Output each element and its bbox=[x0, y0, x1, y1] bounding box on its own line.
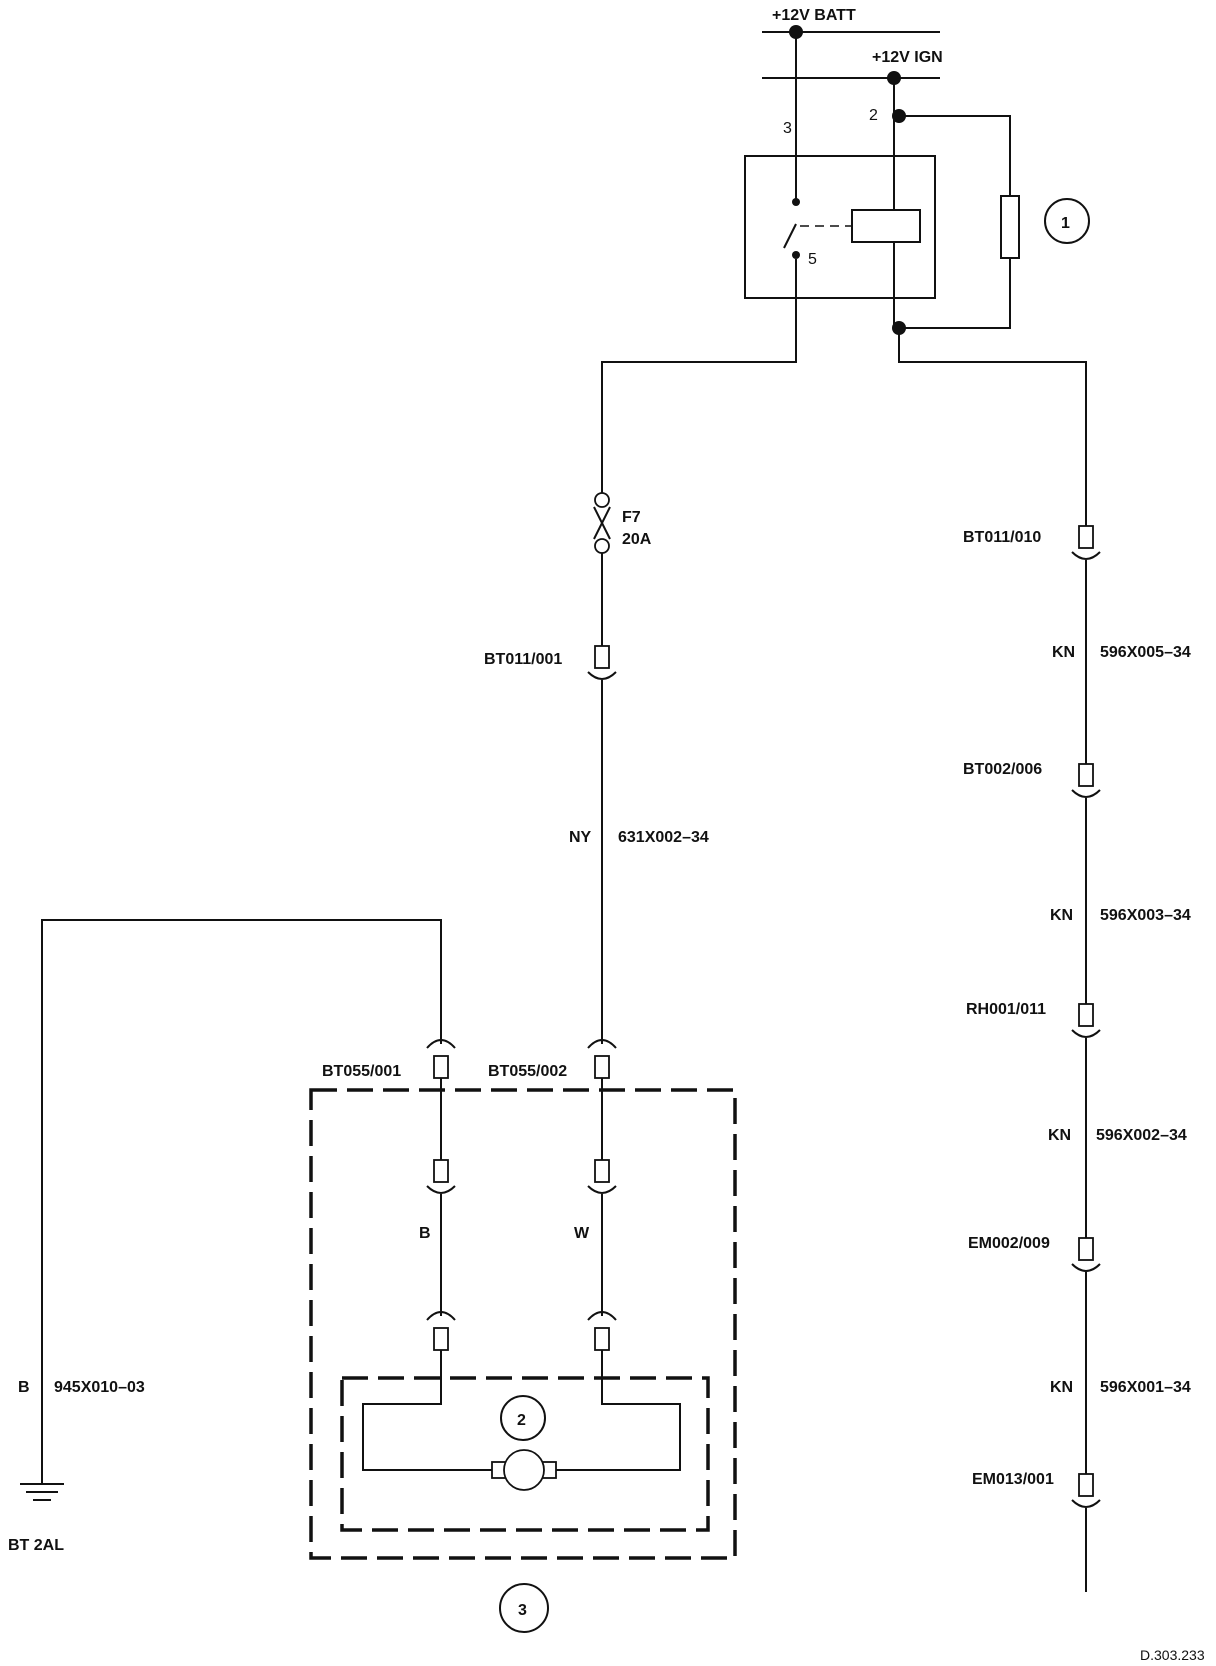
callout-2-circle bbox=[500, 1395, 546, 1441]
motor-2-boundary bbox=[340, 1376, 710, 1532]
motor-left-lead bbox=[362, 1350, 492, 1471]
bt002-006-connector bbox=[1078, 763, 1094, 787]
em013-001-socket bbox=[1071, 1499, 1101, 1508]
ground-wire bbox=[41, 919, 442, 1484]
em002-009-socket bbox=[1071, 1263, 1101, 1272]
bt002-006-socket bbox=[1071, 789, 1101, 798]
motor-right-lead bbox=[556, 1350, 681, 1471]
w-wire-color: W bbox=[574, 1225, 590, 1242]
bt011-001-socket bbox=[587, 671, 617, 680]
kn-code-2: 596X003–34 bbox=[1100, 907, 1191, 924]
ground-label: BT 2AL bbox=[8, 1537, 64, 1554]
coil-out-wire bbox=[898, 328, 1087, 526]
bt011-010-connector bbox=[1078, 525, 1094, 549]
em002-009-connector bbox=[1078, 1237, 1094, 1261]
inner-right-connector bbox=[594, 1159, 610, 1183]
callout-3: 3 bbox=[518, 1602, 527, 1619]
fuse-top-terminal bbox=[594, 492, 610, 508]
motor-left-socket bbox=[426, 1311, 456, 1321]
bt011-010-label: BT011/010 bbox=[963, 529, 1041, 546]
relay-pin5: 5 bbox=[808, 251, 817, 268]
b-wire-color: B bbox=[419, 1225, 431, 1242]
rh001-011-connector bbox=[1078, 1003, 1094, 1027]
kn-code-4: 596X001–34 bbox=[1100, 1379, 1191, 1396]
fuse-name: F7 bbox=[622, 509, 641, 526]
bt055-001-label: BT055/001 bbox=[322, 1063, 401, 1080]
bt055-001-socket bbox=[426, 1039, 456, 1049]
em002-009-label: EM002/009 bbox=[968, 1235, 1050, 1252]
relay-output-wire bbox=[601, 259, 797, 494]
kn-color-3: KN bbox=[1048, 1127, 1071, 1144]
ground-code: 945X010–03 bbox=[54, 1379, 145, 1396]
relay-box bbox=[744, 155, 936, 299]
em013-001-connector bbox=[1078, 1473, 1094, 1497]
ground-color: B bbox=[18, 1379, 30, 1396]
bt055-002-socket bbox=[587, 1039, 617, 1049]
relay-pin3: 3 bbox=[783, 120, 792, 137]
motor-left-connector bbox=[433, 1327, 449, 1351]
em013-001-label: EM013/001 bbox=[972, 1471, 1054, 1488]
inner-right-socket bbox=[587, 1185, 617, 1194]
fuse-element bbox=[593, 506, 611, 540]
inner-left-socket bbox=[426, 1185, 456, 1194]
bt011-001-connector bbox=[594, 645, 610, 669]
ny-color: NY bbox=[569, 829, 592, 846]
kn-code-1: 596X005–34 bbox=[1100, 644, 1191, 661]
bt002-006-label: BT002/006 bbox=[963, 761, 1042, 778]
drawing-reference: D.303.233 bbox=[1140, 1647, 1205, 1663]
kn-color-4: KN bbox=[1050, 1379, 1073, 1396]
callout-1: 1 bbox=[1061, 215, 1070, 232]
relay-pin2: 2 bbox=[869, 107, 878, 124]
motor-right-connector bbox=[594, 1327, 610, 1351]
assembly-3-boundary bbox=[309, 1088, 737, 1560]
suppression-resistor bbox=[1000, 195, 1020, 259]
bt011-010-socket bbox=[1071, 551, 1101, 560]
rh001-011-socket bbox=[1071, 1029, 1101, 1038]
relay-switch-arm bbox=[783, 223, 797, 249]
callout-2: 2 bbox=[517, 1412, 526, 1429]
relay-contact-top bbox=[792, 198, 800, 206]
bt055-002-connector bbox=[594, 1055, 610, 1079]
bt011-001-label: BT011/001 bbox=[484, 651, 562, 668]
callout-3-circle bbox=[499, 1583, 549, 1633]
batt-label: +12V BATT bbox=[772, 7, 856, 24]
inner-left-connector bbox=[433, 1159, 449, 1183]
relay-contact-bottom bbox=[792, 251, 800, 259]
kn-color-1: KN bbox=[1052, 644, 1075, 661]
resistor-top-wire bbox=[899, 115, 1011, 196]
resistor-bottom-wire bbox=[899, 258, 1011, 329]
fuse-rating: 20A bbox=[622, 531, 652, 548]
rh001-011-label: RH001/011 bbox=[966, 1001, 1046, 1018]
bt055-002-label: BT055/002 bbox=[488, 1063, 567, 1080]
kn-color-2: KN bbox=[1050, 907, 1073, 924]
bt055-001-connector bbox=[433, 1055, 449, 1079]
relay-coil bbox=[851, 209, 921, 243]
motor-right-socket bbox=[587, 1311, 617, 1321]
ign-label: +12V IGN bbox=[872, 49, 943, 66]
kn-code-3: 596X002–34 bbox=[1096, 1127, 1187, 1144]
motor-symbol bbox=[503, 1449, 545, 1491]
fuse-bottom-terminal bbox=[594, 538, 610, 554]
ny-code: 631X002–34 bbox=[618, 829, 709, 846]
callout-1-circle bbox=[1044, 198, 1090, 244]
